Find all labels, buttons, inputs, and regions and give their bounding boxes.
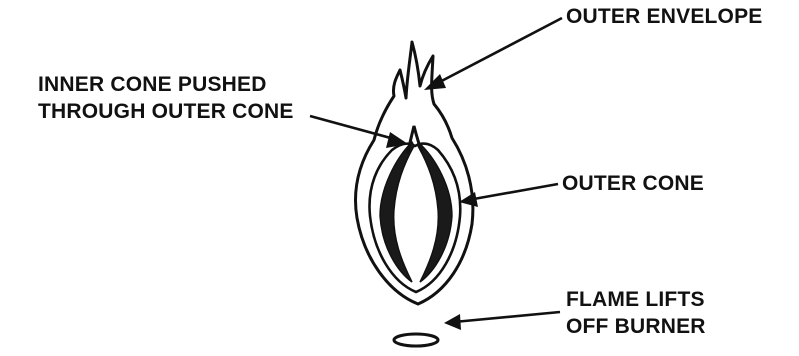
inner-cone-label: INNER CONE PUSHED THROUGH OUTER CONE <box>38 71 294 125</box>
outer-cone-label: OUTER CONE <box>562 170 704 197</box>
burner-port <box>394 334 438 346</box>
leader-outer-envelope <box>424 18 562 90</box>
outer-envelope-label: OUTER ENVELOPE <box>566 3 763 30</box>
flame-lifts-label-line1: FLAME LIFTS <box>566 286 706 313</box>
flame-lifts-label: FLAME LIFTS OFF BURNER <box>566 286 706 340</box>
inner-cone-label-line2: THROUGH OUTER CONE <box>38 98 294 125</box>
leader-outer-cone <box>459 184 558 207</box>
flame-lifts-label-line2: OFF BURNER <box>566 313 706 340</box>
inner-cone-label-line1: INNER CONE PUSHED <box>38 71 294 98</box>
outer-cone-label-text: OUTER CONE <box>562 172 704 195</box>
outer-envelope-label-text: OUTER ENVELOPE <box>566 5 763 28</box>
leader-flame-lifts <box>444 312 560 330</box>
